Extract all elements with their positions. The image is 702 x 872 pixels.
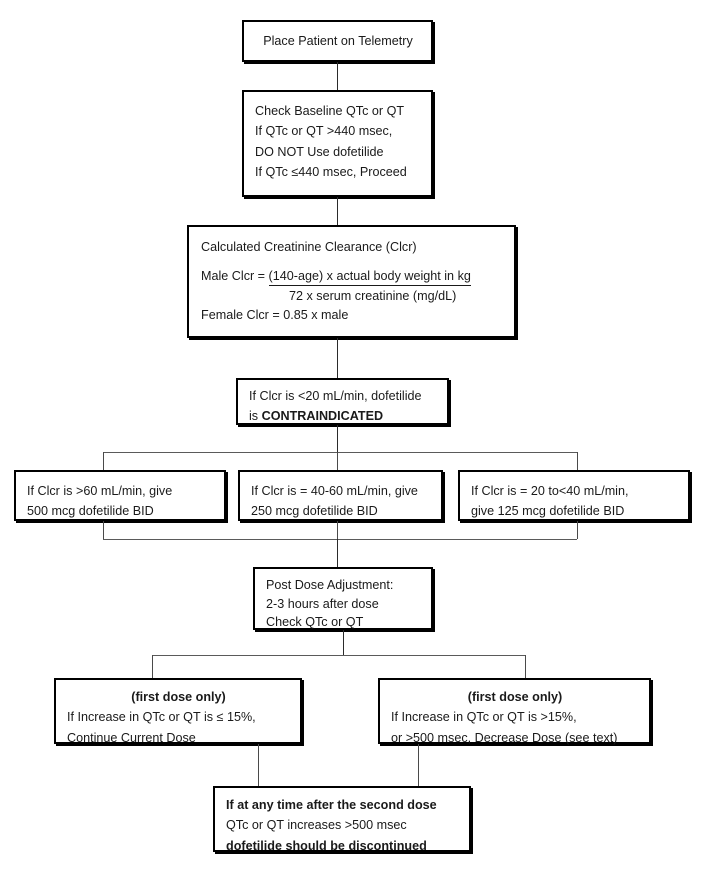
connector-telemetry-to-baseline [337, 62, 338, 90]
continue-dose-line-2: Continue Current Dose [67, 730, 196, 745]
clcr-spacer [201, 257, 502, 266]
baseline-line-4: If QTc ≤440 msec, Proceed [255, 165, 407, 180]
post-dose-line-2: 2-3 hours after dose [266, 596, 379, 611]
node-dose-clcr-above-60: If Clcr is >60 mL/min, give 500 mcg dofe… [14, 470, 226, 521]
contraindicated-line-2: is CONTRAINDICATED [249, 406, 437, 426]
post-dose-line-3: Check QTc or QT [266, 615, 364, 629]
dose-low-line-1: If Clcr is = 20 to<40 mL/min, [471, 484, 629, 498]
connector-fork-to-continue-dose [152, 655, 153, 678]
clcr-heading: Calculated Creatinine Clearance (Clcr) [201, 240, 417, 254]
connector-baseline-to-clcr [337, 197, 338, 225]
clcr-female-line: Female Clcr = 0.85 x male [201, 308, 349, 323]
clcr-formula-denominator: 72 x serum creatinine (mg/dL) [289, 288, 457, 303]
baseline-line-1: Check Baseline QTc or QT [255, 104, 405, 118]
connector-fork-to-dose-high [103, 452, 104, 470]
connector-dose-low-to-merge [577, 521, 578, 539]
node-contraindicated: If Clcr is <20 mL/min, dofetilide is CON… [236, 378, 449, 425]
connector-contraindicated-stem [337, 425, 338, 452]
connector-dose-high-to-merge [103, 521, 104, 539]
connector-dose-mid-to-merge [337, 521, 338, 539]
contraindicated-prefix: is [249, 409, 262, 424]
baseline-line-3: DO NOT Use dofetilide [255, 144, 384, 159]
clcr-formula: Male Clcr = (140-age) x actual body weig… [201, 266, 502, 305]
connector-fork-to-dose-low [577, 452, 578, 470]
continue-dose-line-1: If Increase in QTc or QT is ≤ 15%, [67, 710, 256, 725]
dose-low-line-2: give 125 mcg dofetilide BID [471, 504, 625, 519]
post-dose-line-1: Post Dose Adjustment: [266, 578, 394, 592]
discontinue-line-3: dofetilide should be discontinued [226, 838, 427, 853]
node-check-baseline-qtc: Check Baseline QTc or QT If QTc or QT >4… [242, 90, 433, 197]
discontinue-line-2: QTc or QT increases >500 msec [226, 818, 407, 833]
dose-mid-line-1: If Clcr is = 40-60 mL/min, give [251, 484, 418, 498]
connector-decrease-dose-to-discontinue [418, 744, 419, 786]
node-post-dose-adjustment: Post Dose Adjustment: 2-3 hours after do… [253, 567, 433, 630]
connector-dose-merge-bar [103, 539, 577, 540]
connector-continue-dose-to-discontinue [258, 744, 259, 786]
dose-mid-line-2: 250 mcg dofetilide BID [251, 504, 378, 519]
node-dose-clcr-20-to-40: If Clcr is = 20 to<40 mL/min, give 125 m… [458, 470, 690, 521]
connector-post-dose-stem [343, 630, 344, 655]
connector-outcome-fork-bar [152, 655, 526, 656]
clcr-formula-numerator: (140-age) x actual body weight in kg [268, 268, 471, 287]
continue-dose-header: (first dose only) [131, 690, 226, 704]
connector-merge-to-post-dose [337, 539, 338, 567]
dose-high-line-1: If Clcr is >60 mL/min, give [27, 484, 173, 498]
discontinue-line-1: If at any time after the second dose [226, 798, 437, 812]
node-dose-clcr-40-to-60: If Clcr is = 40-60 mL/min, give 250 mcg … [238, 470, 443, 521]
node-discontinue-dofetilide: If at any time after the second dose QTc… [213, 786, 471, 853]
baseline-line-2: If QTc or QT >440 msec, [255, 124, 393, 139]
connector-fork-to-dose-mid [337, 452, 338, 470]
connector-clcr-to-contraindicated [337, 338, 338, 378]
contraindicated-emphasis: CONTRAINDICATED [261, 409, 384, 424]
decrease-dose-header: (first dose only) [467, 690, 563, 704]
decrease-dose-line-1: If Increase in QTc or QT is >15%, [391, 710, 577, 725]
node-decrease-dose: (first dose only) If Increase in QTc or … [378, 678, 651, 745]
connector-fork-to-decrease-dose [525, 655, 526, 678]
node-place-patient-on-telemetry: Place Patient on Telemetry [242, 20, 433, 62]
node-calculated-creatinine-clearance: Calculated Creatinine Clearance (Clcr) M… [187, 225, 516, 338]
contraindicated-line-1: If Clcr is <20 mL/min, dofetilide [249, 389, 422, 403]
dose-high-line-2: 500 mcg dofetilide BID [27, 504, 154, 519]
telemetry-line-1: Place Patient on Telemetry [263, 33, 413, 48]
node-continue-current-dose: (first dose only) If Increase in QTc or … [54, 678, 302, 745]
clcr-male-label: Male Clcr = [201, 269, 269, 284]
connector-dose-fork-bar [103, 452, 577, 453]
decrease-dose-line-2: or >500 msec, Decrease Dose (see text) [391, 730, 618, 745]
